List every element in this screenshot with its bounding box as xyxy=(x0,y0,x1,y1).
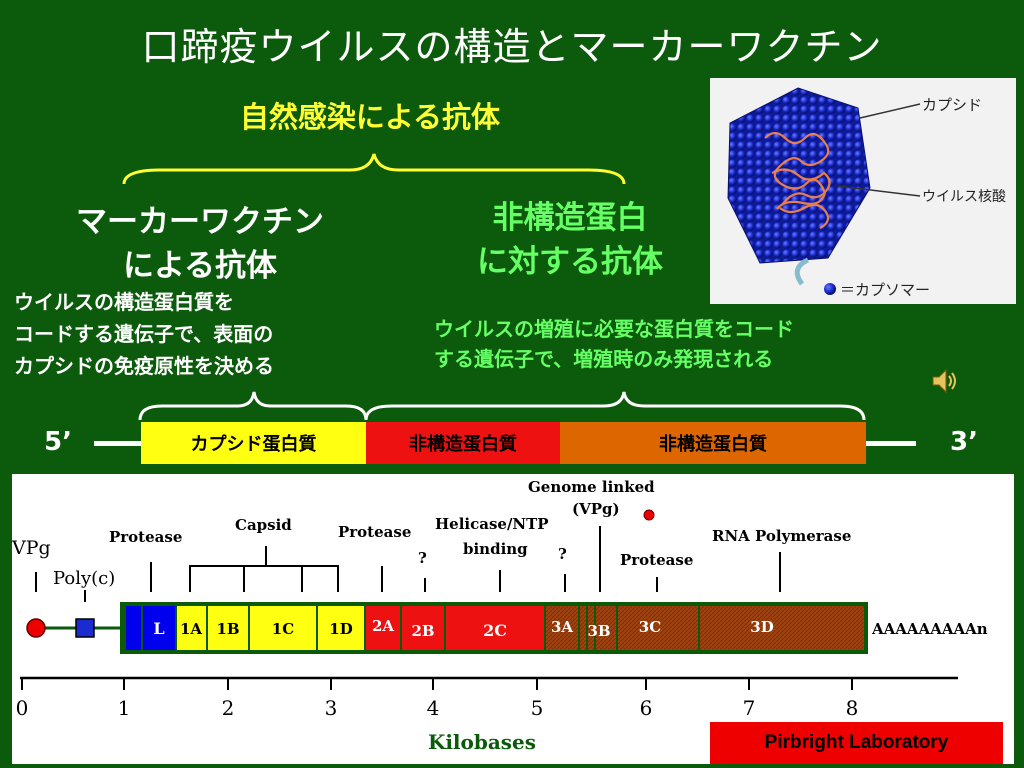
axis-tick-2: 2 xyxy=(222,696,235,720)
nonstructural-protein-description: ウイルスの増殖に必要な蛋白質をコード する遺伝子で、増殖時のみ発現される xyxy=(434,314,954,374)
svg-text:1C: 1C xyxy=(272,620,294,638)
blue-sphere-icon xyxy=(824,283,836,295)
gene-1C xyxy=(250,606,316,650)
nucleic-acid-label: ウイルス核酸 xyxy=(922,189,1006,205)
nonstructural-antibody: 非構造蛋白 に対する抗体 xyxy=(420,196,720,284)
vpg-circle-icon xyxy=(26,618,46,638)
marker-antibody-line1: マーカーワクチン xyxy=(76,204,324,240)
gene-1B xyxy=(208,606,248,650)
segment-nonstructural-1: 非構造蛋白質 xyxy=(366,422,560,464)
genome-map: VPg Poly(c) Protease Capsid Protease ? H… xyxy=(11,474,1014,764)
nonstruct-antibody-line1: 非構造蛋白 xyxy=(492,200,648,236)
question-mark-2: ? xyxy=(558,545,567,563)
vpg-dot-icon xyxy=(643,509,655,521)
gene-3A xyxy=(546,606,578,650)
polyc-label: Poly(c) xyxy=(53,568,115,589)
struct-desc-line1: ウイルスの構造蛋白質を xyxy=(14,290,234,314)
virus-illustration: カプシド ウイルス核酸 ＝カプソマー xyxy=(727,87,1006,299)
question-mark-1: ? xyxy=(418,549,427,567)
capsid-label: カプシド xyxy=(922,96,982,114)
slide-title: 口蹄疫ウイルスの構造とマーカーワクチン xyxy=(141,25,883,69)
axis-tick-4: 4 xyxy=(427,696,440,720)
vpg2-label: (VPg) xyxy=(572,500,620,518)
gene-2B xyxy=(402,606,444,650)
axis-tick-6: 6 xyxy=(640,696,653,720)
virus-structure-image: カプシド ウイルス核酸 ＝カプソマー xyxy=(710,78,1016,304)
svg-text:1A: 1A xyxy=(180,620,202,638)
nonstruct-antibody-line2: に対する抗体 xyxy=(477,244,663,280)
genome-line-right xyxy=(866,441,916,446)
vpg-label: VPg xyxy=(12,537,51,559)
gene-2A xyxy=(366,606,400,650)
protease-label-3: Protease xyxy=(620,551,693,569)
gene-2C xyxy=(446,606,544,650)
protease-label-2: Protease xyxy=(338,523,411,541)
gene-3B xyxy=(596,606,616,650)
credit-label: Pirbright Laboratory xyxy=(710,722,1003,764)
nonstruct-desc-line1: ウイルスの増殖に必要な蛋白質をコード xyxy=(434,317,794,341)
struct-desc-line2: コードする遺伝子で、表面の xyxy=(14,322,274,346)
rna-polymerase-label: RNA Polymerase xyxy=(712,527,851,545)
capsid-gene-label: Capsid xyxy=(235,516,292,534)
svg-text:2B: 2B xyxy=(411,622,434,640)
helicase-label: Helicase/NTP xyxy=(435,515,549,533)
genome-map-svg: VPg Poly(c) Protease Capsid Protease ? H… xyxy=(11,478,988,754)
axis-tick-7: 7 xyxy=(743,696,756,720)
axis-tick-0: 0 xyxy=(16,696,29,720)
natural-infection-label: 自然感染による抗体 xyxy=(239,100,501,134)
genome-linked-label: Genome linked xyxy=(528,478,655,496)
gene-L xyxy=(143,606,175,650)
marker-antibody-line2: による抗体 xyxy=(122,248,278,284)
svg-text:3D: 3D xyxy=(750,618,773,636)
svg-text:2C: 2C xyxy=(483,621,507,640)
struct-desc-line3: カプシドの免疫原性を決める xyxy=(14,354,274,378)
polya-tail-label: AAAAAAAAAn xyxy=(871,620,988,638)
segment-nonstructural-2: 非構造蛋白質 xyxy=(560,422,866,464)
binding-label: binding xyxy=(463,540,528,558)
gene-1A xyxy=(177,606,206,650)
svg-text:1B: 1B xyxy=(216,620,239,638)
genome-line-left xyxy=(94,441,142,446)
capsomer-label: ＝カプソマー xyxy=(840,281,930,299)
svg-text:3A: 3A xyxy=(551,618,573,636)
segment-capsid-protein: カプシド蛋白質 xyxy=(141,422,366,464)
polyc-box xyxy=(75,618,95,638)
marker-vaccine-antibody: マーカーワクチン による抗体 xyxy=(40,200,360,288)
nonstruct-desc-line2: する遺伝子で、増殖時のみ発現される xyxy=(434,347,774,371)
gene-3D xyxy=(700,606,864,650)
three-prime-label: 3’ xyxy=(950,427,978,457)
five-prime-label: 5’ xyxy=(44,427,72,457)
svg-text:1D: 1D xyxy=(329,620,352,638)
svg-text:L: L xyxy=(153,619,164,638)
nucleic-acid xyxy=(764,131,831,229)
speaker-icon[interactable] xyxy=(930,366,958,396)
axis-tick-8: 8 xyxy=(846,696,859,720)
axis-tick-1: 1 xyxy=(118,696,131,720)
structural-protein-description: ウイルスの構造蛋白質を コードする遺伝子で、表面の カプシドの免疫原性を決める xyxy=(14,286,394,382)
lower-braces xyxy=(138,391,866,421)
axis-title: Kilobases xyxy=(428,730,536,754)
svg-text:2A: 2A xyxy=(372,617,394,635)
upper-brace xyxy=(122,153,626,185)
svg-text:3C: 3C xyxy=(639,618,661,636)
protease-label-1: Protease xyxy=(109,528,182,546)
gene-3C xyxy=(618,606,698,650)
axis-tick-5: 5 xyxy=(531,696,544,720)
svg-text:3B: 3B xyxy=(587,622,610,640)
gene-1D xyxy=(318,606,364,650)
axis-tick-3: 3 xyxy=(325,696,338,720)
